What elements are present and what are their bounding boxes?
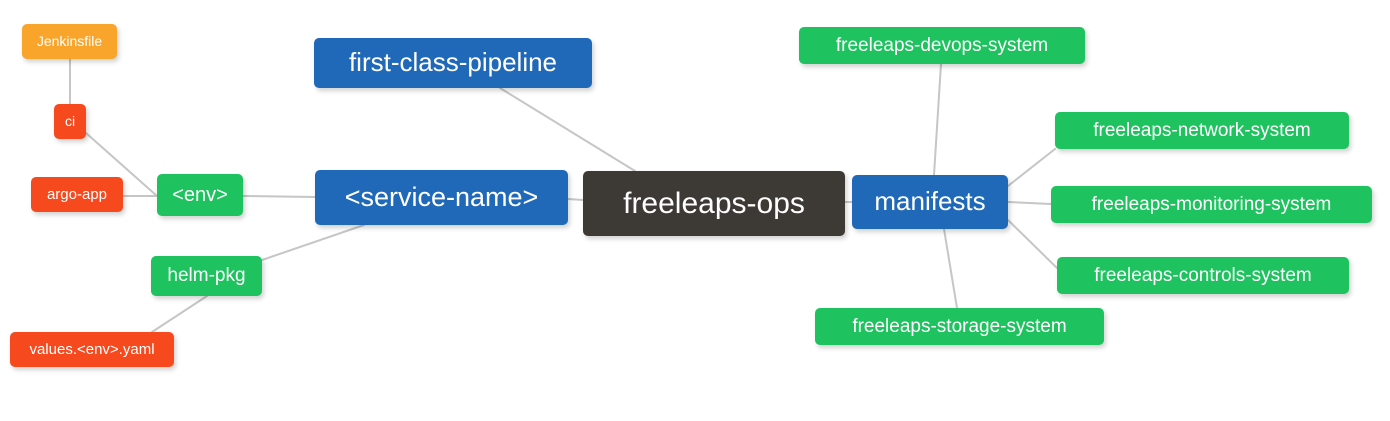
edge-manifests-to-freeleaps-monitoring-system — [1007, 201, 1052, 205]
node-service-name[interactable]: <service-name> — [315, 170, 568, 225]
node-ci[interactable]: ci — [54, 104, 86, 139]
edge-helm-pkg-to-service-name — [261, 224, 365, 261]
node-label: freeleaps-controls-system — [1094, 264, 1312, 286]
node-label: first-class-pipeline — [348, 47, 558, 78]
edge-values-yaml-to-helm-pkg — [151, 295, 208, 333]
node-label: Jenkinsfile — [36, 33, 103, 50]
node-label: values.<env>.yaml — [29, 340, 155, 358]
node-first-class-pipeline[interactable]: first-class-pipeline — [314, 38, 592, 88]
node-label: freeleaps-ops — [623, 186, 805, 220]
node-jenkinsfile[interactable]: Jenkinsfile — [22, 24, 117, 59]
node-label: helm-pkg — [167, 265, 246, 287]
edge-manifests-to-freeleaps-storage-system — [943, 228, 958, 309]
node-label: <env> — [172, 183, 228, 206]
node-freeleaps-devops-system[interactable]: freeleaps-devops-system — [799, 27, 1085, 64]
edge-service-name-to-freeleaps-ops — [567, 198, 584, 201]
node-freeleaps-ops[interactable]: freeleaps-ops — [583, 171, 845, 236]
node-label: manifests — [874, 186, 986, 217]
node-values-yaml[interactable]: values.<env>.yaml — [10, 332, 174, 367]
node-label: freeleaps-storage-system — [852, 315, 1067, 337]
node-freeleaps-controls-system[interactable]: freeleaps-controls-system — [1057, 257, 1349, 294]
node-label: <service-name> — [344, 182, 539, 213]
node-manifests[interactable]: manifests — [852, 175, 1008, 229]
node-helm-pkg[interactable]: helm-pkg — [151, 256, 262, 296]
edge-manifests-to-freeleaps-controls-system — [1007, 219, 1058, 269]
node-label: freeleaps-devops-system — [835, 34, 1049, 56]
node-freeleaps-storage-system[interactable]: freeleaps-storage-system — [815, 308, 1104, 345]
node-freeleaps-network-system[interactable]: freeleaps-network-system — [1055, 112, 1349, 149]
node-label: ci — [64, 113, 76, 130]
edge-first-class-pipeline-to-freeleaps-ops — [499, 87, 636, 172]
node-label: freeleaps-network-system — [1093, 119, 1311, 141]
node-label: argo-app — [46, 185, 108, 203]
node-freeleaps-monitoring-system[interactable]: freeleaps-monitoring-system — [1051, 186, 1372, 223]
node-env[interactable]: <env> — [157, 174, 243, 216]
edge-env-to-service-name — [242, 195, 316, 198]
edge-manifests-to-freeleaps-devops-system — [933, 63, 942, 176]
node-argo-app[interactable]: argo-app — [31, 177, 123, 212]
node-label: freeleaps-monitoring-system — [1091, 193, 1332, 215]
edge-manifests-to-freeleaps-network-system — [1007, 148, 1056, 187]
